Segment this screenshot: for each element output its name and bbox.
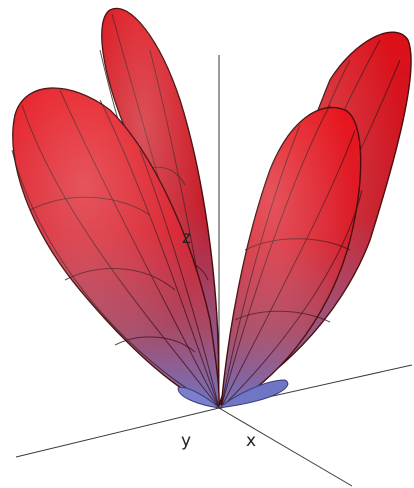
y-axis-line [15,407,220,458]
lobe-base-cluster [177,379,289,409]
x-axis-label: x [246,431,256,451]
y-axis-label: y [181,431,191,451]
x-axis-line [218,407,353,487]
z-axis-label: z [182,228,191,248]
lobe-front-right [220,104,363,410]
lobe-front-left [11,87,220,409]
